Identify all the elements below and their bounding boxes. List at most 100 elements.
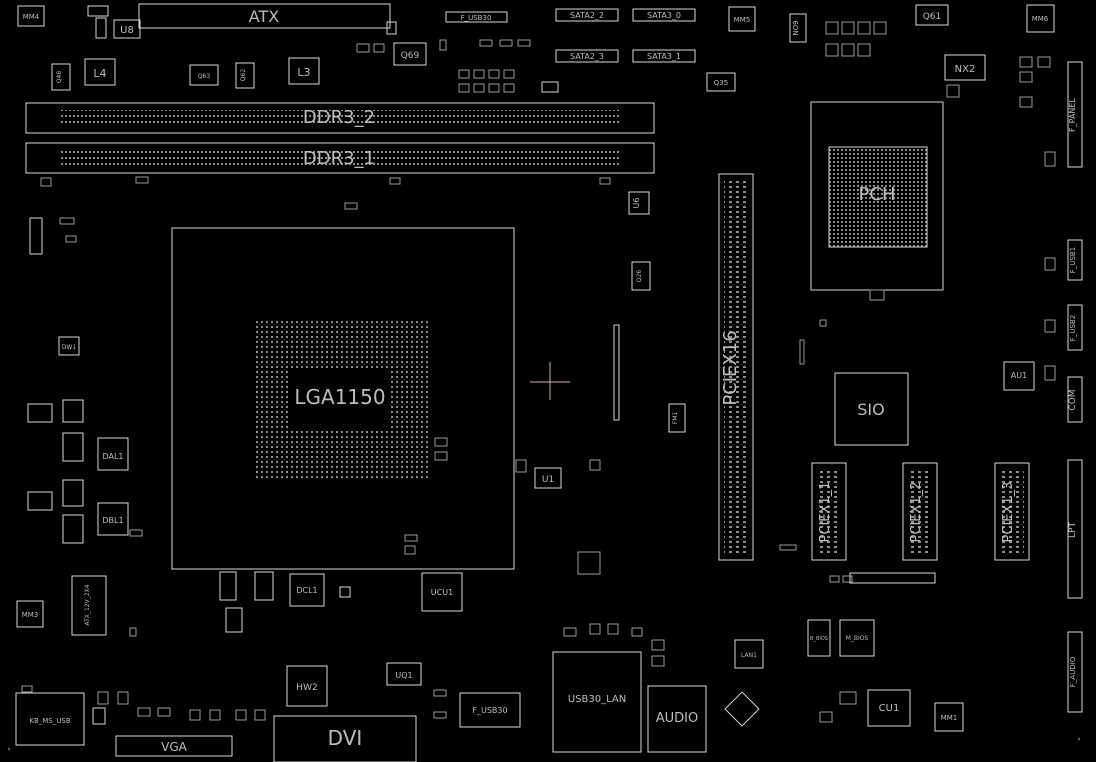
pciex16-slot: PCIEX16: [718, 173, 754, 561]
q48-chip: Q48: [51, 63, 71, 91]
svg-text:F_USB30: F_USB30: [461, 14, 492, 22]
svg-text:NO9: NO9: [792, 20, 800, 35]
cu1-chip: CU1: [867, 689, 911, 727]
svg-text:MM1: MM1: [941, 714, 958, 722]
svg-text:Q61: Q61: [923, 12, 942, 22]
no9-chip: NO9: [789, 13, 807, 43]
dal1-inductor: DAL1: [97, 437, 129, 471]
svg-text:M_BIOS: M_BIOS: [846, 635, 869, 642]
uq1-chip: UQ1: [386, 662, 422, 686]
svg-text:DVI: DVI: [328, 726, 363, 750]
svg-text:UCU1: UCU1: [431, 588, 453, 597]
svg-text:CU1: CU1: [879, 703, 900, 714]
svg-text:Q63: Q63: [198, 73, 211, 80]
q35-chip: Q35: [706, 72, 736, 92]
svg-text:L4: L4: [93, 67, 106, 80]
svg-text:VGA: VGA: [161, 740, 188, 754]
dw1-chip: DW1: [58, 336, 80, 356]
f-audio-header: F_AUDIO: [1067, 631, 1083, 713]
mm1-mount: MM1: [934, 702, 964, 732]
q63-chip: Q63: [189, 64, 219, 86]
pciex1-1-slot: PCIEX1_1: [811, 462, 847, 561]
svg-text:F_USB1: F_USB1: [1069, 247, 1077, 273]
svg-text:Q35: Q35: [714, 79, 728, 87]
svg-text:Q69: Q69: [401, 51, 420, 61]
q26-chip: Q26: [631, 261, 651, 291]
ddr3-1-slot: DDR3_1: [25, 142, 655, 174]
pciex1-2-slot: PCIEX1_2: [902, 462, 938, 561]
com-header: COM: [1067, 376, 1083, 423]
svg-text:U1: U1: [542, 475, 554, 485]
svg-text:HW2: HW2: [296, 683, 317, 693]
mm6-mount: MM6: [1026, 4, 1055, 33]
pch-chipset: PCH: [810, 101, 944, 291]
sio-chip: SIO: [834, 372, 909, 446]
svg-text:PCIEX1_1: PCIEX1_1: [818, 482, 833, 543]
svg-text:AU1: AU1: [1011, 371, 1027, 380]
svg-text:FM1: FM1: [672, 412, 679, 425]
svg-text:ATX: ATX: [249, 7, 279, 26]
mm5-mount: MM5: [728, 6, 756, 32]
sata2-2-connector: SATA2_2: [555, 8, 619, 22]
svg-text:PCH: PCH: [859, 184, 896, 205]
svg-text:UQ1: UQ1: [395, 671, 412, 680]
svg-text:MM4: MM4: [23, 13, 40, 21]
svg-text:KB_MS_USB: KB_MS_USB: [29, 717, 70, 725]
svg-text:USB30_LAN: USB30_LAN: [568, 694, 626, 705]
mm3-mount: MM3: [16, 600, 44, 628]
q69-chip: Q69: [393, 42, 427, 66]
svg-text:COM: COM: [1068, 389, 1078, 410]
svg-text:PCIEX16: PCIEX16: [720, 330, 741, 405]
svg-text:NX2: NX2: [955, 64, 976, 75]
svg-text:LGA1150: LGA1150: [294, 385, 385, 409]
f-panel-header: F_PANEL: [1067, 61, 1083, 168]
u8-chip: U8: [113, 19, 141, 39]
hw2-chip: HW2: [286, 665, 328, 707]
svg-text:DCL1: DCL1: [296, 586, 317, 595]
q61-chip: Q61: [915, 4, 949, 26]
svg-text:PCIEX1_3: PCIEX1_3: [1001, 482, 1016, 543]
svg-text:DBL1: DBL1: [102, 516, 123, 525]
svg-text:SATA2_3: SATA2_3: [570, 52, 604, 61]
nx2-chip: NX2: [944, 54, 986, 81]
svg-text:F_AUDIO: F_AUDIO: [1069, 656, 1077, 687]
ddr3-2-slot: DDR3_2: [25, 102, 655, 134]
svg-text:L3: L3: [297, 66, 310, 79]
svg-text:Q26: Q26: [636, 270, 643, 283]
pciex1-3-slot: PCIEX1_3: [994, 462, 1030, 561]
f-usb30-header: F_USB30: [445, 11, 508, 23]
mm4-mount: MM4: [17, 5, 45, 27]
center-crosshair: [530, 362, 570, 400]
kb-ms-usb-port: KB_MS_USB: [15, 692, 85, 746]
ucu1-chip: UCU1: [421, 572, 463, 612]
svg-text:DAL1: DAL1: [102, 452, 123, 461]
l4-inductor: L4: [84, 58, 116, 86]
svg-text:U6: U6: [632, 198, 641, 209]
svg-text:LAN1: LAN1: [741, 652, 757, 659]
svg-text:MM6: MM6: [1032, 15, 1049, 23]
svg-text:F_USB2: F_USB2: [1069, 315, 1077, 341]
svg-text:MM3: MM3: [22, 611, 39, 619]
svg-text:LPT: LPT: [1068, 522, 1078, 538]
sata3-0-connector: SATA3_0: [632, 8, 696, 22]
u6-chip: U6: [628, 191, 650, 215]
sata3-1-connector: SATA3_1: [632, 49, 696, 63]
atx-connector: ATX: [138, 3, 391, 29]
svg-text:U8: U8: [120, 25, 134, 36]
q62-chip: Q62: [235, 62, 255, 89]
dvi-port: DVI: [273, 715, 417, 762]
svg-text:ATX_12V_2X4: ATX_12V_2X4: [84, 584, 91, 625]
passive-pads: [21, 21, 1056, 723]
m-bios-chip: M_BIOS: [839, 619, 875, 657]
b-bios-chip: B_BIOS: [807, 619, 831, 657]
sata2-3-connector: SATA2_3: [555, 49, 619, 63]
u1-chip: U1: [534, 467, 562, 489]
audio-port: AUDIO: [647, 685, 707, 753]
svg-text:SATA3_1: SATA3_1: [647, 52, 681, 61]
lga1150-socket: LGA1150: [171, 227, 515, 570]
vga-port: VGA: [115, 735, 233, 757]
svg-text:F_USB30: F_USB30: [472, 706, 507, 715]
svg-text:SIO: SIO: [857, 400, 884, 419]
svg-text:B_BIOS: B_BIOS: [810, 636, 828, 642]
